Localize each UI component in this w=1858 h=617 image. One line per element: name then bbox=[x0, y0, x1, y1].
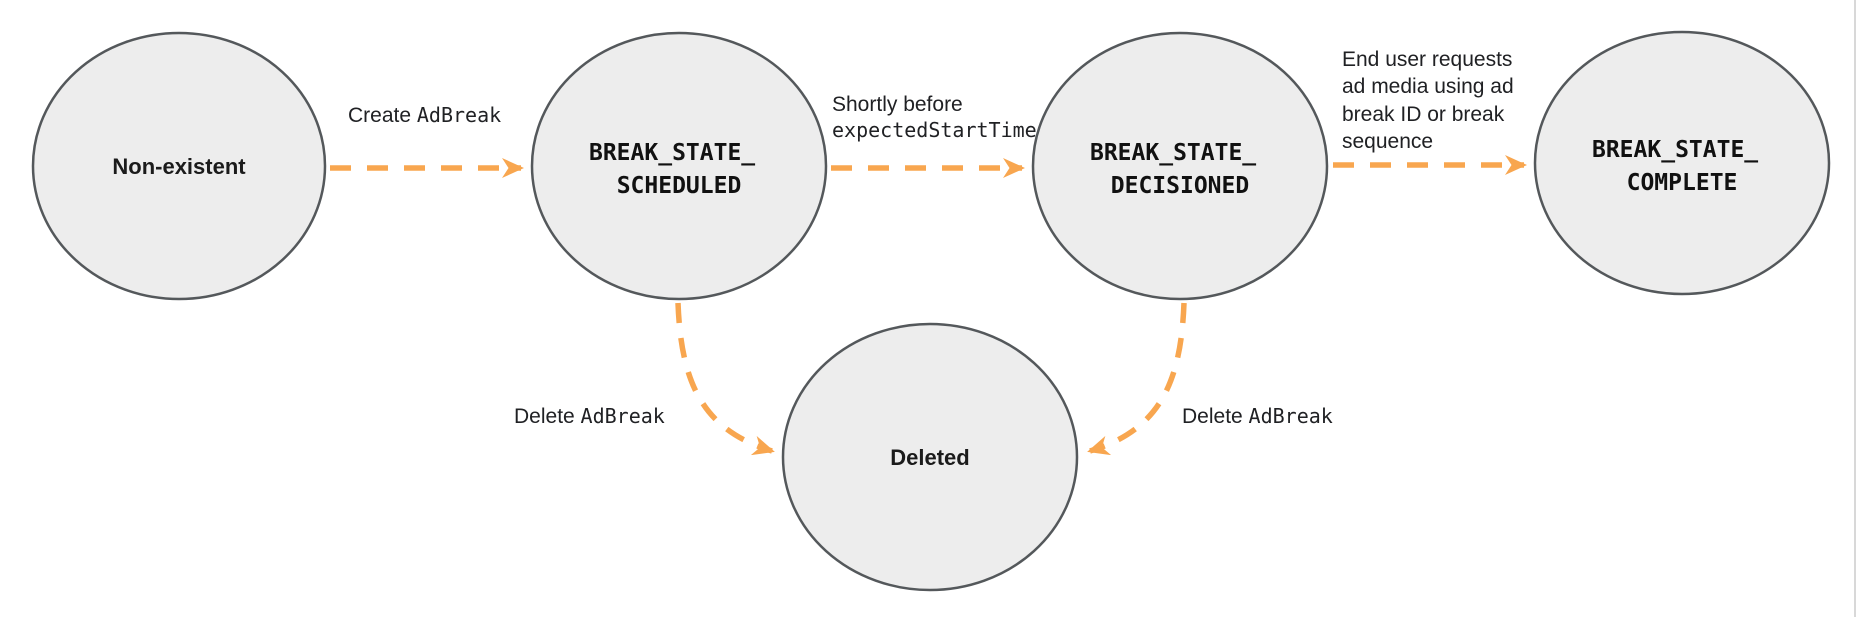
arrow-scheduled-to-deleted bbox=[675, 302, 775, 456]
state-label-complete: BREAK_STATE_ COMPLETE bbox=[1592, 137, 1772, 196]
edge-label-delete-adbreak-right: Delete AdBreak bbox=[1182, 404, 1333, 428]
state-label-decisioned: BREAK_STATE_ DECISIONED bbox=[1090, 140, 1270, 199]
edge-label-end-user-requests: End user requests ad media using ad brea… bbox=[1342, 48, 1519, 153]
state-label-scheduled: BREAK_STATE_ SCHEDULED bbox=[589, 140, 769, 199]
edge-label-delete-adbreak-left: Delete AdBreak bbox=[514, 404, 665, 428]
state-node-non-existent bbox=[31, 31, 327, 301]
state-label-deleted: Deleted bbox=[890, 445, 969, 470]
state-node-decisioned bbox=[1031, 31, 1329, 301]
state-node-scheduled bbox=[530, 31, 828, 301]
state-node-complete bbox=[1533, 30, 1831, 296]
state-label-non-existent: Non-existent bbox=[112, 154, 246, 179]
edge-label-create-adbreak: Create AdBreak bbox=[348, 103, 501, 127]
arrow-decisioned-to-deleted bbox=[1087, 302, 1187, 456]
edge-label-shortly-before: Shortly before expectedStartTime bbox=[832, 93, 1037, 142]
state-node-deleted bbox=[781, 322, 1079, 592]
